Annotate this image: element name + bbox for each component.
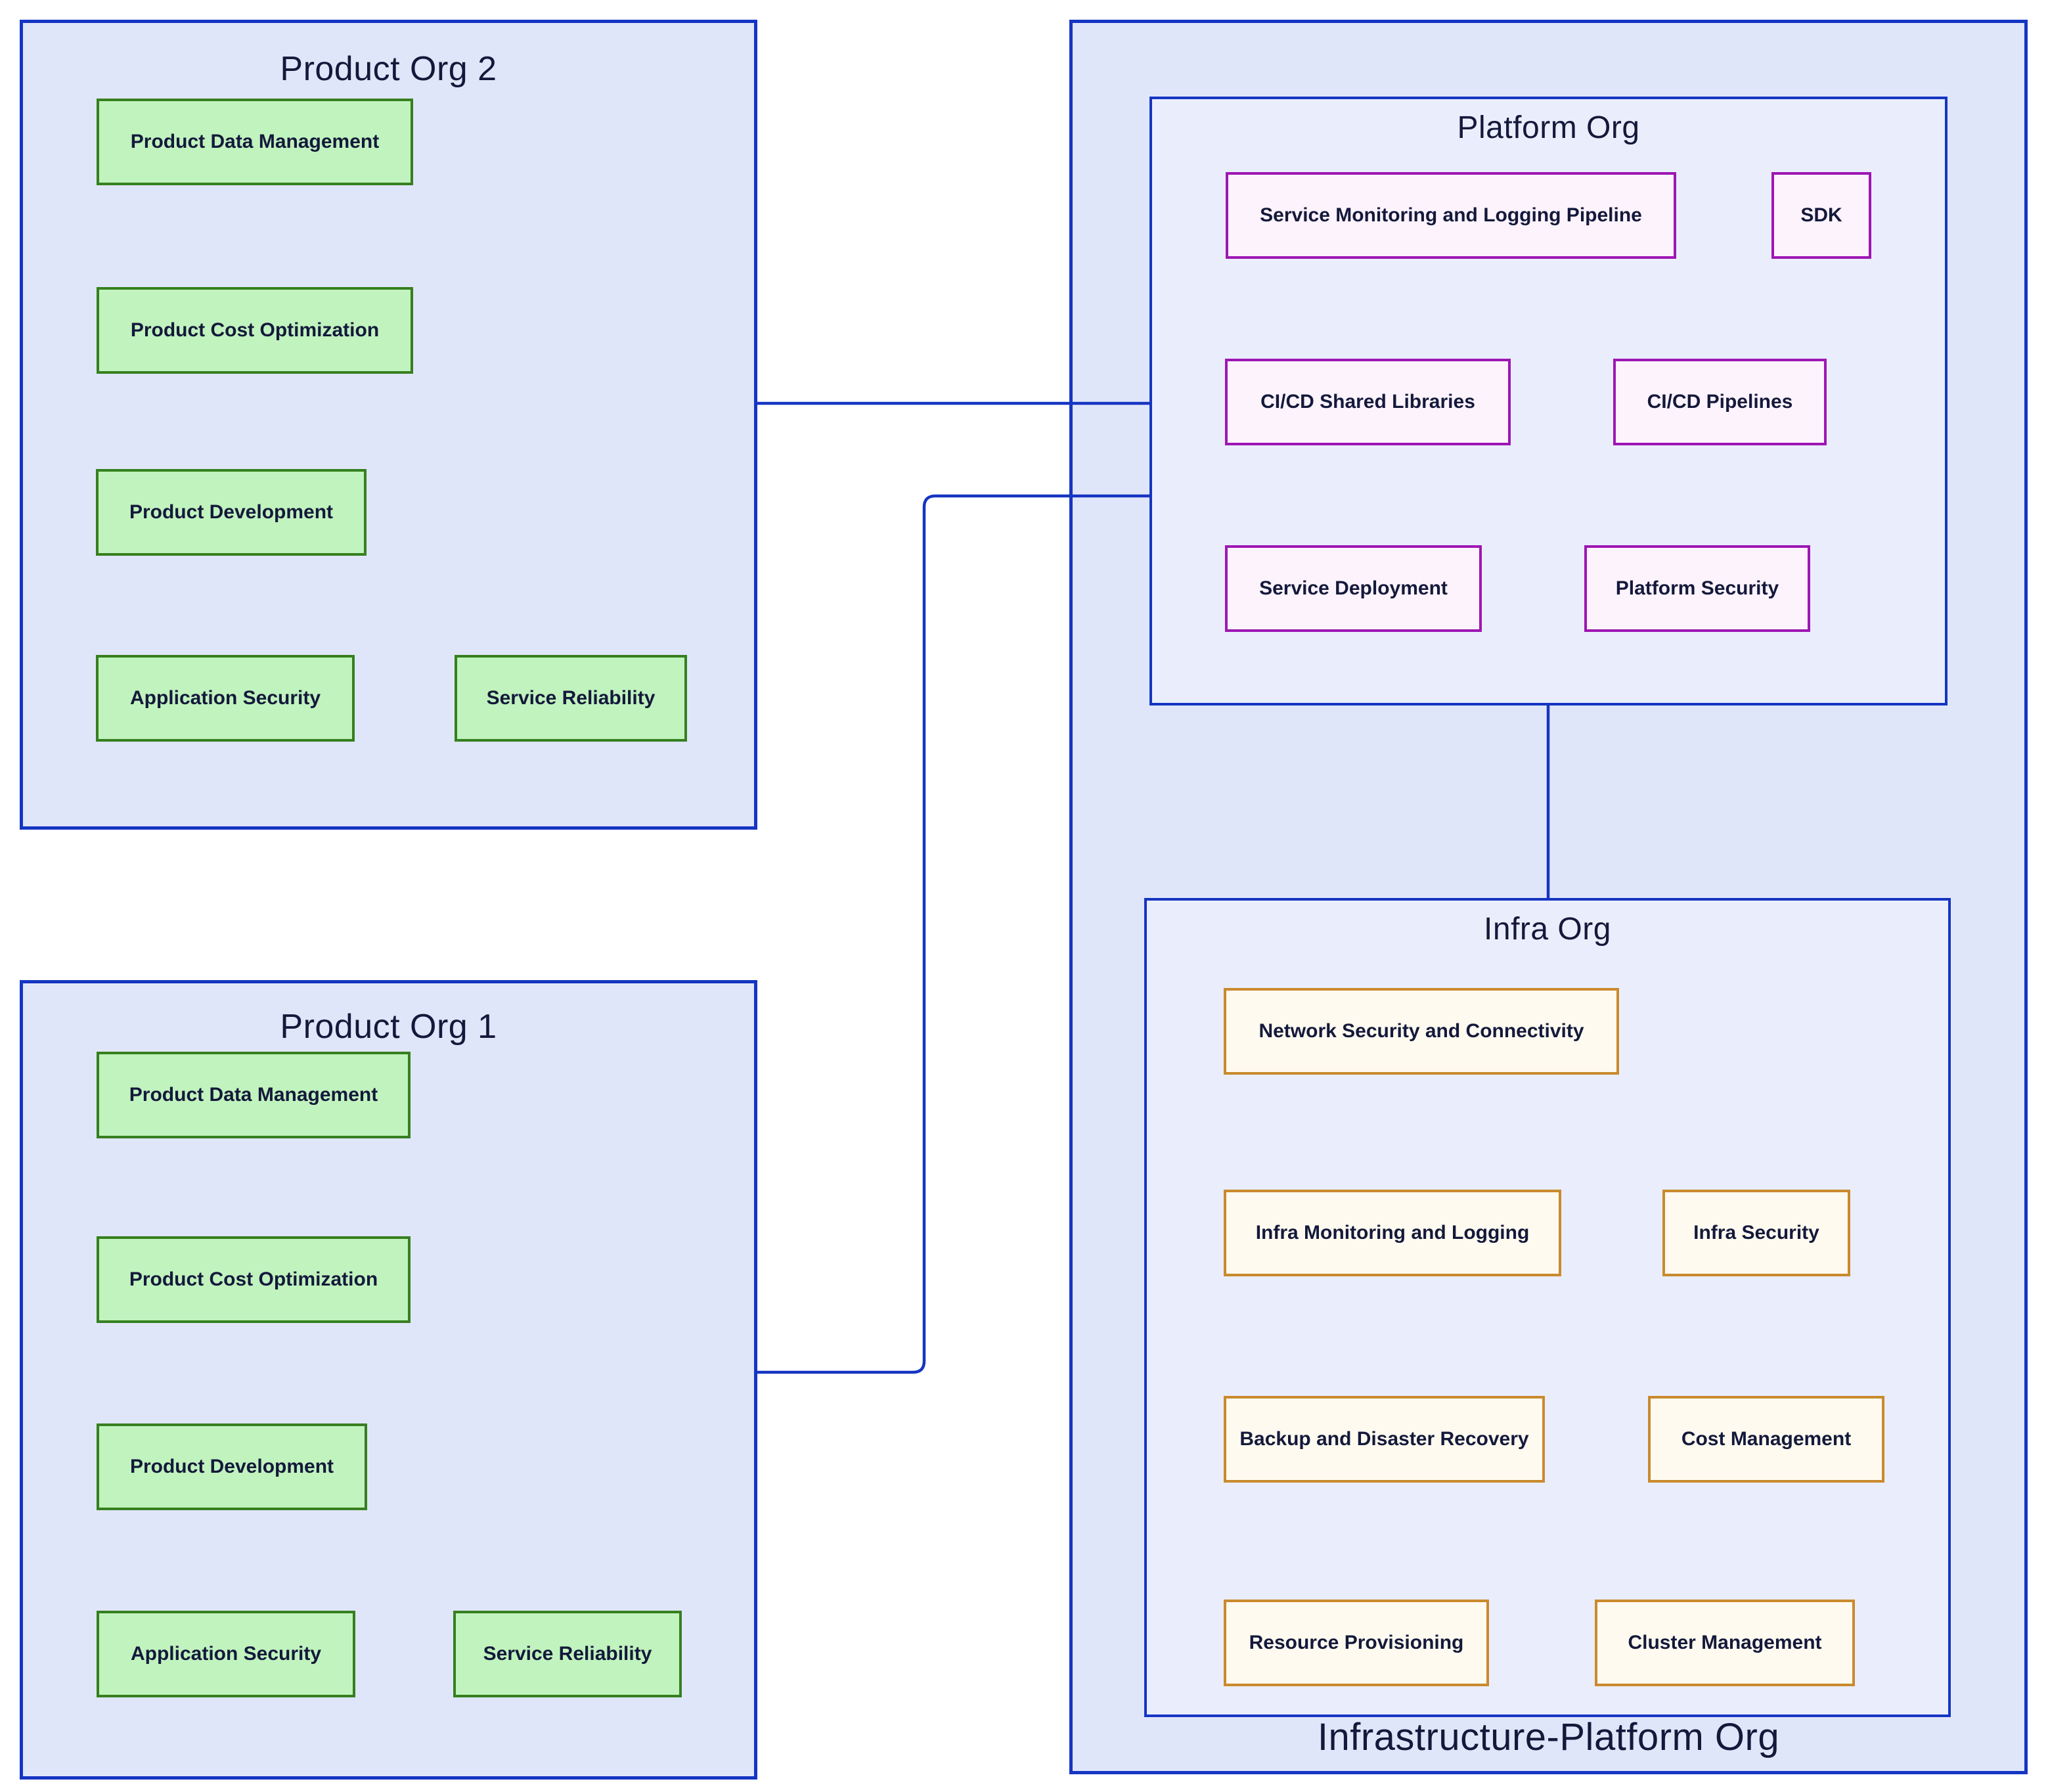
infra-org-title: Infra Org: [1484, 912, 1611, 947]
node-label: Service Reliability: [483, 1643, 652, 1665]
node-po1-service-reliability: Service Reliability: [453, 1611, 682, 1697]
node-infra-infra-security: Infra Security: [1662, 1190, 1850, 1276]
node-infra-infra-monitoring-and-logging: Infra Monitoring and Logging: [1224, 1190, 1561, 1276]
node-platform-sdk: SDK: [1771, 172, 1871, 259]
node-label: Product Data Management: [130, 131, 380, 152]
node-infra-cluster-management: Cluster Management: [1595, 1600, 1855, 1686]
node-platform-service-deployment: Service Deployment: [1225, 545, 1482, 632]
product-org-1-title: Product Org 1: [280, 1008, 497, 1046]
node-label: Platform Security: [1615, 577, 1779, 599]
node-label: Service Deployment: [1259, 577, 1448, 599]
node-label: Service Reliability: [486, 687, 656, 709]
node-label: Product Development: [129, 1456, 334, 1477]
product-org-2-title: Product Org 2: [280, 50, 497, 88]
node-label: Backup and Disaster Recovery: [1239, 1428, 1529, 1450]
node-label: Product Data Management: [129, 1084, 378, 1106]
node-platform-cicd-shared-libraries: CI/CD Shared Libraries: [1225, 359, 1511, 445]
node-platform-platform-security: Platform Security: [1584, 545, 1810, 632]
node-label: Network Security and Connectivity: [1258, 1020, 1584, 1042]
node-po1-product-data-management: Product Data Management: [97, 1052, 411, 1138]
node-label: Cluster Management: [1628, 1632, 1822, 1653]
node-infra-backup-and-disaster-recovery: Backup and Disaster Recovery: [1224, 1396, 1545, 1483]
node-po2-product-cost-optimization: Product Cost Optimization: [97, 287, 413, 374]
node-po2-product-development: Product Development: [96, 469, 367, 556]
node-label: Product Cost Optimization: [130, 319, 380, 341]
node-label: Infra Security: [1693, 1222, 1819, 1243]
node-po1-application-security: Application Security: [97, 1611, 355, 1697]
node-label: CI/CD Shared Libraries: [1260, 391, 1475, 413]
node-infra-network-security-and-connectivity: Network Security and Connectivity: [1224, 988, 1619, 1075]
node-label: Infra Monitoring and Logging: [1255, 1222, 1530, 1243]
node-po2-application-security: Application Security: [96, 655, 355, 742]
node-label: Cost Management: [1681, 1428, 1852, 1450]
node-infra-resource-provisioning: Resource Provisioning: [1224, 1600, 1489, 1686]
platform-org-title: Platform Org: [1457, 110, 1640, 145]
infrastructure-platform-org-title: Infrastructure-Platform Org: [1317, 1716, 1780, 1758]
node-label: SDK: [1800, 204, 1842, 226]
node-infra-cost-management: Cost Management: [1648, 1396, 1884, 1483]
node-po1-product-cost-optimization: Product Cost Optimization: [97, 1236, 411, 1323]
node-platform-service-monitoring-and-logging-pipeline: Service Monitoring and Logging Pipeline: [1226, 172, 1676, 259]
node-label: Application Security: [129, 687, 321, 709]
node-label: CI/CD Pipelines: [1647, 391, 1793, 413]
node-label: Resource Provisioning: [1249, 1632, 1464, 1653]
node-po2-service-reliability: Service Reliability: [455, 655, 687, 742]
node-label: Service Monitoring and Logging Pipeline: [1260, 204, 1642, 226]
node-label: Product Cost Optimization: [129, 1268, 378, 1290]
node-platform-cicd-pipelines: CI/CD Pipelines: [1613, 359, 1827, 445]
node-label: Product Development: [129, 501, 334, 523]
node-po2-product-data-management: Product Data Management: [97, 99, 413, 185]
node-label: Application Security: [130, 1643, 322, 1665]
node-po1-product-development: Product Development: [97, 1423, 367, 1510]
